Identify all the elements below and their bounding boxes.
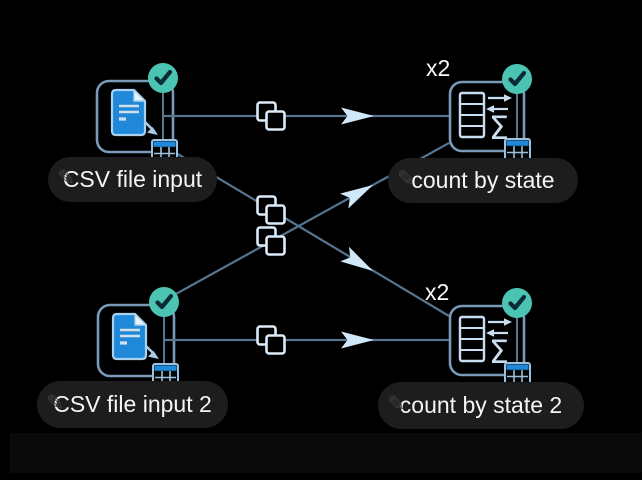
edit-pencil-icon: ✎ [387, 391, 406, 417]
node-label-count-by-state[interactable]: ✎ count by state [388, 158, 578, 203]
edit-pencil-icon: ✎ [57, 165, 76, 191]
copy-icon [256, 195, 286, 225]
count-transform-icon: Σ [458, 315, 512, 371]
copy-icon [256, 101, 286, 131]
status-check-icon [502, 288, 532, 318]
status-check-icon [502, 64, 532, 94]
flow-arrowhead [340, 246, 378, 279]
edit-pencil-icon: ✎ [46, 390, 65, 416]
node-label-text: count by state 2 [399, 392, 563, 418]
node-label-text: CSV file input 2 [53, 391, 212, 417]
edit-pencil-icon: ✎ [397, 166, 416, 192]
output-table-icon[interactable] [504, 138, 531, 161]
node-label-text: CSV file input [62, 166, 203, 192]
multiplicity-badge: x2 [426, 55, 451, 81]
node-label-csv-file-input-2[interactable]: ✎ CSV file input 2 [37, 381, 228, 428]
copy-icon [256, 325, 286, 355]
node-label-text: count by state [411, 167, 555, 193]
node-label-csv-file-input[interactable]: ✎ CSV file input [48, 157, 217, 202]
flow-arrowhead [340, 177, 378, 209]
node-label-count-by-state-2[interactable]: ✎ count by state 2 [378, 382, 584, 429]
status-check-icon [148, 63, 178, 93]
sigma-icon: Σ [489, 109, 509, 147]
status-check-icon [149, 287, 179, 317]
count-transform-icon: Σ [458, 91, 512, 147]
output-table-icon[interactable] [504, 362, 531, 385]
canvas-lower-band [10, 433, 642, 473]
sigma-icon: Σ [489, 333, 509, 371]
multiplicity-badge: x2 [425, 279, 450, 305]
copy-icon [256, 226, 286, 256]
